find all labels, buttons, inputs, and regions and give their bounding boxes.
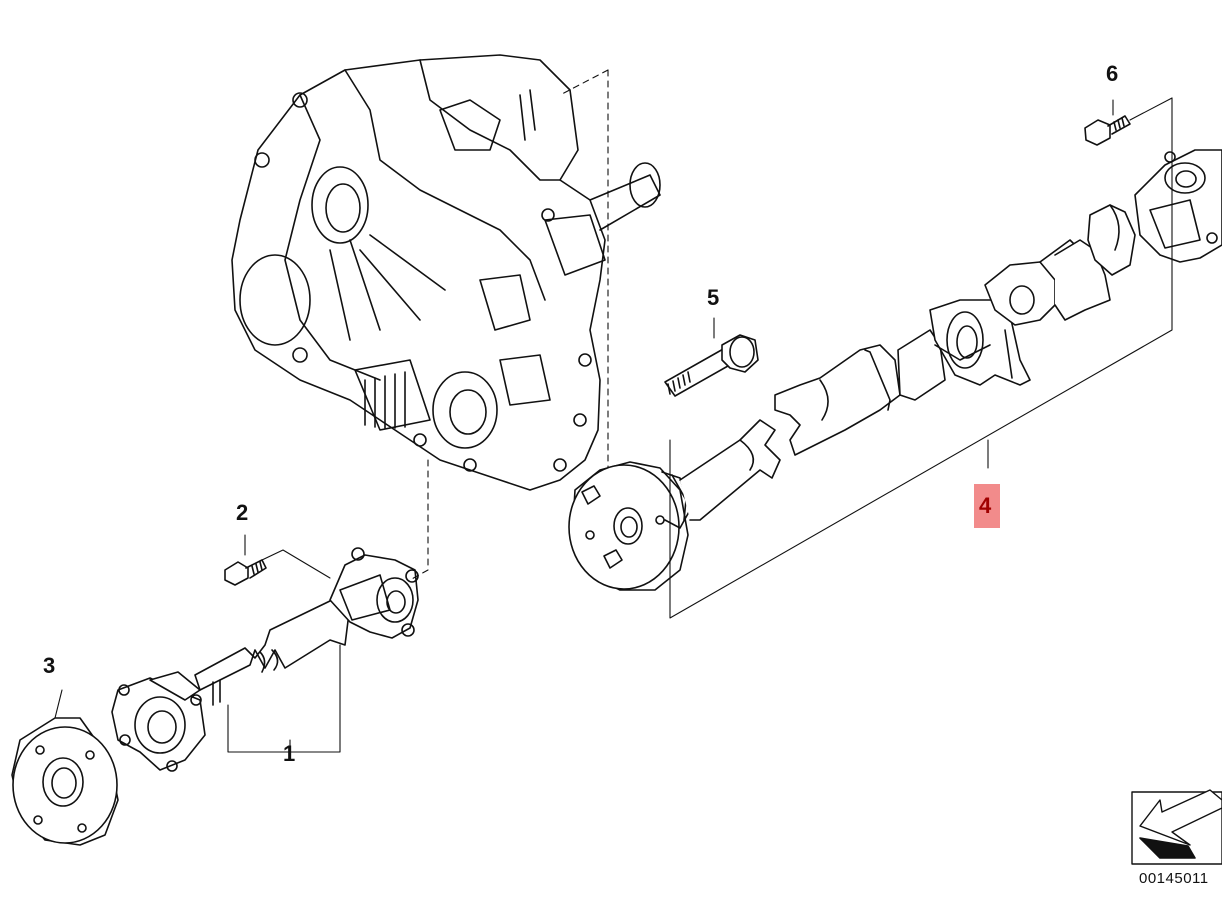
callout-label-4: 4 — [979, 493, 992, 518]
callout-label-6: 6 — [1106, 61, 1119, 86]
callout-label-1: 1 — [283, 741, 296, 766]
diagram-id: 00145011 — [1139, 870, 1209, 887]
dashed-guides — [409, 69, 609, 581]
bolt-front — [224, 534, 331, 586]
flex-disc-front — [11, 689, 119, 846]
callout-label-2: 2 — [236, 500, 249, 525]
front-driveshaft — [111, 547, 419, 772]
callout-label-3: 3 — [43, 653, 56, 678]
bolt-rear — [1084, 97, 1173, 146]
arrow-icon — [1131, 789, 1222, 865]
callout-label-5: 5 — [707, 285, 720, 310]
callout-highlight-4 — [974, 484, 1000, 528]
rear-driveshaft — [568, 97, 1222, 619]
bolt-long — [664, 317, 759, 397]
transfer-case — [231, 54, 661, 491]
